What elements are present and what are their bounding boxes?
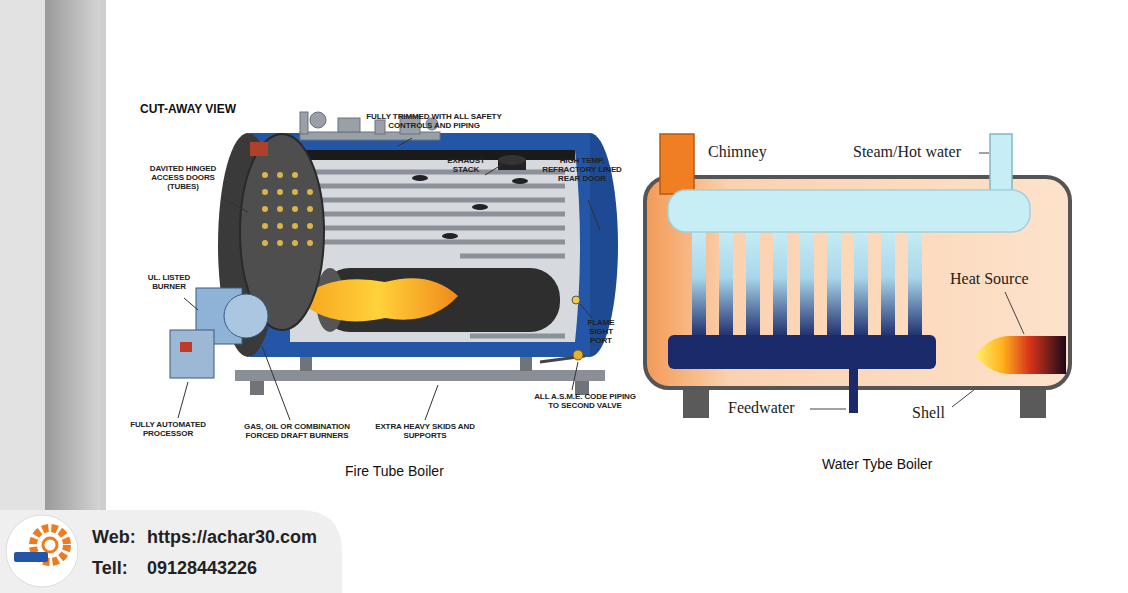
part-label: Steam/Hot water [853,143,961,161]
footer-panel [0,510,342,593]
callout-label: FULLY AUTOMATED PROCESSOR [126,420,210,438]
part-label: Chimney [708,143,767,161]
figure-caption: Water Tybe Boiler [822,456,933,472]
callout-label: ALL A.S.M.E. CODE PIPING TO SECOND VALVE [530,392,640,410]
view-heading: CUT-AWAY VIEW [140,103,236,117]
callout-label: UL. LISTED BURNER [138,273,200,291]
part-label: Shell [912,404,945,422]
fire-tube-boiler [170,112,618,395]
figure-caption: Fire Tube Boiler [345,463,444,479]
part-label: Feedwater [728,399,795,417]
callout-label: HIGH TEMP. REFRACTORY LINED REAR DOOR [540,156,624,184]
contact-key: Web: [92,527,136,548]
logo [6,515,78,587]
water-tube-boiler [645,134,1070,418]
contact-value: https://achar30.com [147,527,317,548]
callout-label: DAVITED HINGED ACCESS DOORS (TUBES) [138,164,228,192]
part-label: Heat Source [950,270,1029,288]
contact-key: Tell: [92,558,128,579]
callout-label: EXHAUST STACK [438,156,494,174]
leader-lines [178,138,600,420]
contact-value: 09128443226 [147,558,257,579]
callout-label: FLAME SIGHT PORT [578,318,624,346]
contact-panel: Web: https://achar30.comTell: 09128443226 [0,510,326,587]
callout-label: GAS, OIL OR COMBINATION FORCED DRAFT BUR… [240,422,354,440]
callout-label: FULLY TRIMMED WITH ALL SAFETY CONTROLS A… [350,112,518,130]
callout-label: EXTRA HEAVY SKIDS AND SUPPORTS [372,422,478,440]
